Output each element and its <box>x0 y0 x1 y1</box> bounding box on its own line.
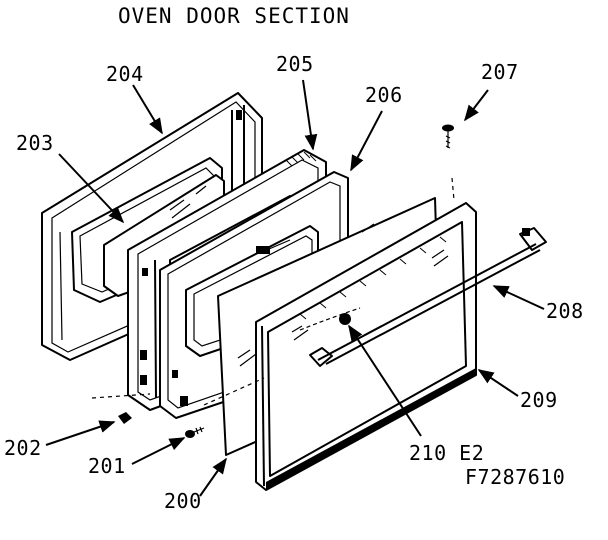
label-208: 208 <box>546 299 584 323</box>
outer-door-frame-209 <box>255 202 477 491</box>
screw-207 <box>442 124 455 201</box>
label-210: 210 E2 <box>409 441 484 465</box>
handle-screw-210 <box>339 313 351 325</box>
label-207: 207 <box>481 60 519 84</box>
label-202: 202 <box>4 436 42 460</box>
screw-202 <box>91 393 151 424</box>
label-203: 203 <box>16 131 54 155</box>
leader-lines <box>45 79 545 497</box>
label-200: 200 <box>164 489 202 513</box>
label-206: 206 <box>365 83 403 107</box>
label-204: 204 <box>106 62 144 86</box>
screw-201 <box>185 377 265 438</box>
diagram-title: OVEN DOOR SECTION <box>118 4 350 28</box>
label-201: 201 <box>88 454 126 478</box>
label-205: 205 <box>276 52 314 76</box>
label-209: 209 <box>520 388 558 412</box>
model-number: F7287610 <box>465 465 565 489</box>
